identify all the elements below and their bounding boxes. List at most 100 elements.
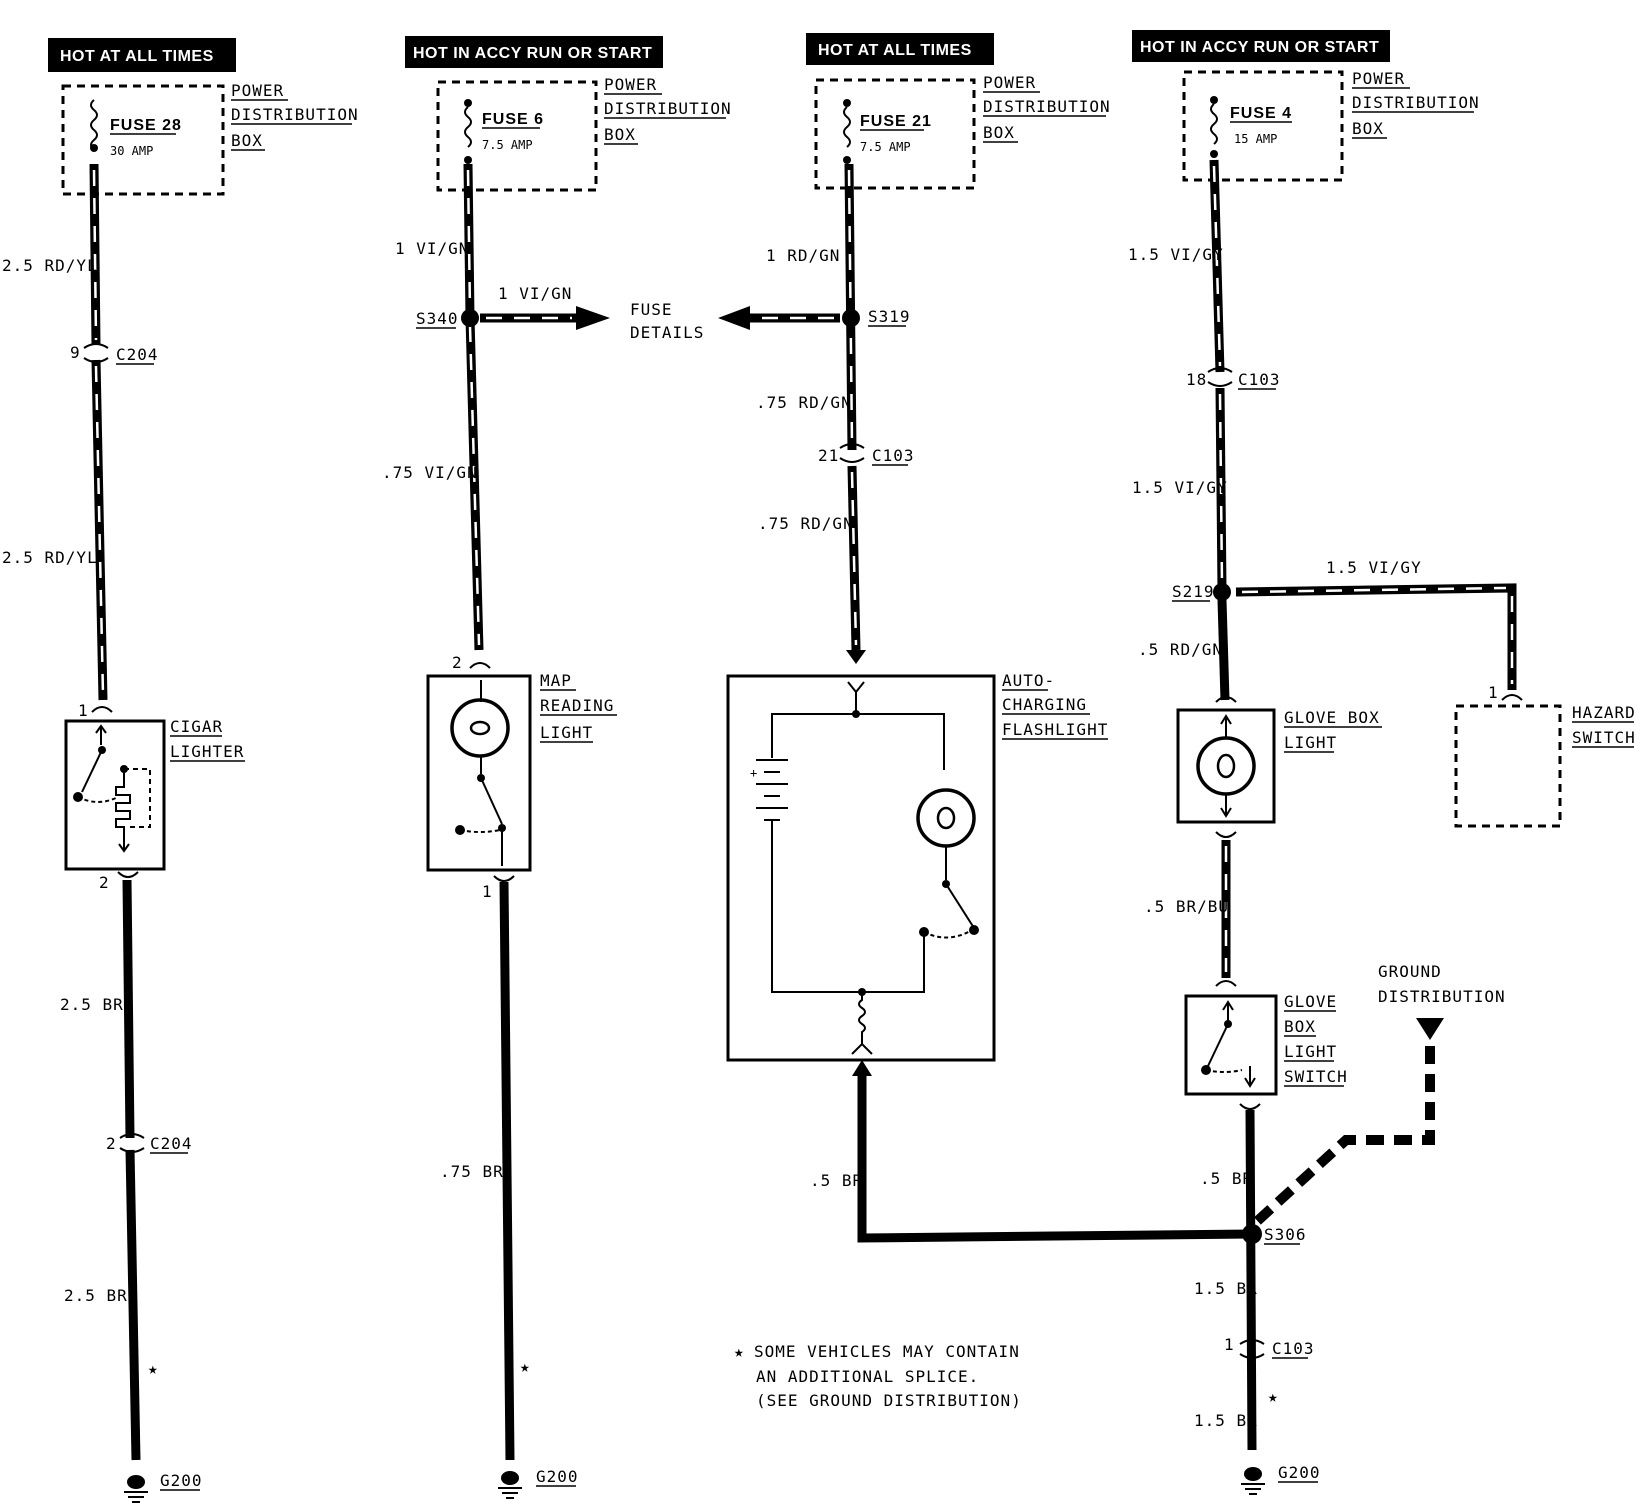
- wire-label-c2-top: 1 VI/GN: [395, 239, 469, 258]
- connector-c103-c3: 21 C103: [818, 443, 915, 466]
- svg-text:POWER: POWER: [604, 75, 657, 94]
- header-c3: HOT AT ALL TIMES: [806, 33, 994, 65]
- wire-c4-lower: [1245, 1109, 1257, 1451]
- svg-text:GROUND: GROUND: [1378, 962, 1442, 981]
- connector-c204-upper: 9 C204: [70, 343, 159, 365]
- svg-text:1.5 VI/GY: 1.5 VI/GY: [1326, 558, 1422, 577]
- svg-text:LIGHT: LIGHT: [540, 723, 593, 742]
- cigar-lighter: 1 2 CIGAR LIGHTER: [64, 701, 245, 892]
- svg-text:S219: S219: [1172, 582, 1215, 601]
- connector-c103-c4-lower: 1 C103: [1224, 1335, 1315, 1359]
- svg-text:FLASHLIGHT: FLASHLIGHT: [1002, 720, 1108, 739]
- svg-text:G200: G200: [536, 1467, 579, 1486]
- glove-box-light: GLOVE BOX LIGHT: [1176, 696, 1382, 838]
- wire-label-c4-mid: 1.5 VI/GY: [1132, 478, 1228, 497]
- ground-g200-3: G200: [1241, 1463, 1321, 1495]
- wire-label-c4-15br2: 1.5 BR: [1194, 1411, 1258, 1430]
- svg-text:LIGHT: LIGHT: [1284, 1042, 1337, 1061]
- svg-text:DISTRIBUTION: DISTRIBUTION: [231, 105, 359, 124]
- svg-text:DISTRIBUTION: DISTRIBUTION: [983, 97, 1111, 116]
- svg-text:HOT AT ALL TIMES: HOT AT ALL TIMES: [60, 48, 214, 65]
- svg-text:MAP: MAP: [540, 671, 572, 690]
- svg-text:21: 21: [818, 446, 839, 465]
- wire-label-c4-br: .5 BR: [1200, 1169, 1253, 1188]
- svg-text:7.5 AMP: 7.5 AMP: [860, 140, 911, 154]
- wire-label-c2-low: .75 BR: [440, 1162, 504, 1181]
- header-c4: HOT IN ACCY RUN OR START: [1132, 30, 1390, 62]
- star-marker: ★: [1268, 1387, 1279, 1406]
- svg-text:9: 9: [70, 343, 81, 362]
- svg-text:18: 18: [1186, 370, 1207, 389]
- note: ★ SOME VEHICLES MAY CONTAIN AN ADDITIONA…: [734, 1342, 1022, 1410]
- svg-text:POWER: POWER: [231, 81, 284, 100]
- hazard-switch: 1 HAZARD SWITCH: [1454, 683, 1636, 828]
- svg-text:1: 1: [1224, 1335, 1235, 1354]
- svg-text:AUTO-: AUTO-: [1002, 671, 1055, 690]
- glove-box-light-switch: GLOVE BOX LIGHT SWITCH: [1184, 980, 1347, 1110]
- svg-text:HAZARD: HAZARD: [1572, 703, 1636, 722]
- svg-text:1: 1: [78, 701, 89, 720]
- wire-c1-upper: [89, 163, 108, 701]
- svg-text:1: 1: [482, 882, 493, 901]
- svg-text:HOT AT ALL TIMES: HOT AT ALL TIMES: [818, 42, 972, 59]
- star-marker: ★: [520, 1357, 531, 1376]
- svg-text:BOX: BOX: [604, 125, 636, 144]
- svg-text:1 VI/GN: 1 VI/GN: [498, 284, 572, 303]
- wire-label-c4-15br1: 1.5 BR: [1194, 1279, 1258, 1298]
- svg-text:FUSE: FUSE: [630, 300, 673, 319]
- wire-c2-lower: [499, 881, 515, 1461]
- svg-text:GLOVE: GLOVE: [1284, 992, 1337, 1011]
- svg-text:BOX: BOX: [1352, 119, 1384, 138]
- svg-text:C103: C103: [1272, 1339, 1315, 1358]
- svg-text:1: 1: [1488, 683, 1499, 702]
- header-c2: HOT IN ACCY RUN OR START: [405, 36, 663, 68]
- map-reading-light: 2 1 MAP READING LIGHT: [426, 653, 617, 901]
- svg-text:S306: S306: [1264, 1225, 1307, 1244]
- svg-text:POWER: POWER: [1352, 69, 1405, 88]
- wire-label-c3-mid2: .75 RD/GN: [758, 514, 854, 533]
- svg-text:2: 2: [106, 1134, 117, 1153]
- svg-text:C103: C103: [1238, 370, 1281, 389]
- svg-text:DISTRIBUTION: DISTRIBUTION: [1352, 93, 1480, 112]
- wire-label-c4-top: 1.5 VI/GY: [1128, 245, 1224, 264]
- splice-s340: S340 1 VI/GN: [416, 284, 610, 330]
- star-marker: ★: [148, 1359, 159, 1378]
- svg-text:+: +: [750, 766, 757, 780]
- svg-text:SWITCH: SWITCH: [1572, 728, 1636, 747]
- svg-text:C204: C204: [116, 345, 159, 364]
- svg-text:FUSE 6: FUSE 6: [482, 111, 544, 128]
- svg-text:(SEE GROUND DISTRIBUTION): (SEE GROUND DISTRIBUTION): [756, 1391, 1022, 1410]
- svg-text:FUSE 4: FUSE 4: [1230, 105, 1292, 122]
- wire-c1-lower: [122, 879, 141, 1461]
- svg-text:S319: S319: [868, 307, 911, 326]
- svg-text:HOT IN ACCY RUN OR START: HOT IN ACCY RUN OR START: [413, 45, 652, 62]
- wire-label-c4-brbu: .5 BR/BU: [1144, 897, 1229, 916]
- wire-label-c1-top: 2.5 RD/YL: [2, 256, 98, 275]
- svg-text:S340: S340: [416, 309, 459, 328]
- wire-c2-upper: [463, 163, 484, 651]
- connector-c204-lower: 2 C204: [106, 1133, 193, 1154]
- svg-text:HOT IN ACCY RUN OR START: HOT IN ACCY RUN OR START: [1140, 39, 1379, 56]
- svg-text:★: ★: [734, 1342, 745, 1361]
- svg-text:15 AMP: 15 AMP: [1234, 132, 1277, 146]
- svg-text:READING: READING: [540, 696, 614, 715]
- svg-text:DISTRIBUTION: DISTRIBUTION: [604, 99, 732, 118]
- svg-text:C103: C103: [872, 446, 915, 465]
- ground-distribution: GROUND DISTRIBUTION: [1248, 962, 1506, 1230]
- svg-text:2: 2: [99, 873, 110, 892]
- splice-s219: S219 1.5 VI/GY: [1172, 558, 1517, 690]
- svg-text:DETAILS: DETAILS: [630, 323, 704, 342]
- svg-text:DISTRIBUTION: DISTRIBUTION: [1378, 987, 1506, 1006]
- svg-text:C204: C204: [150, 1134, 193, 1153]
- wire-c4-rdgn: [1217, 599, 1230, 701]
- svg-text:LIGHT: LIGHT: [1284, 733, 1337, 752]
- wire-c3-lower: [852, 1060, 1253, 1243]
- svg-text:FUSE 28: FUSE 28: [110, 117, 182, 134]
- svg-text:GLOVE BOX: GLOVE BOX: [1284, 708, 1380, 727]
- svg-text:G200: G200: [1278, 1463, 1321, 1482]
- power-distribution-box-1: FUSE 28 30 AMP POWER DISTRIBUTION BOX: [61, 81, 359, 196]
- fuse-details-label: FUSE DETAILS: [630, 300, 704, 342]
- svg-text:BOX: BOX: [1284, 1017, 1316, 1036]
- svg-text:7.5 AMP: 7.5 AMP: [482, 138, 533, 152]
